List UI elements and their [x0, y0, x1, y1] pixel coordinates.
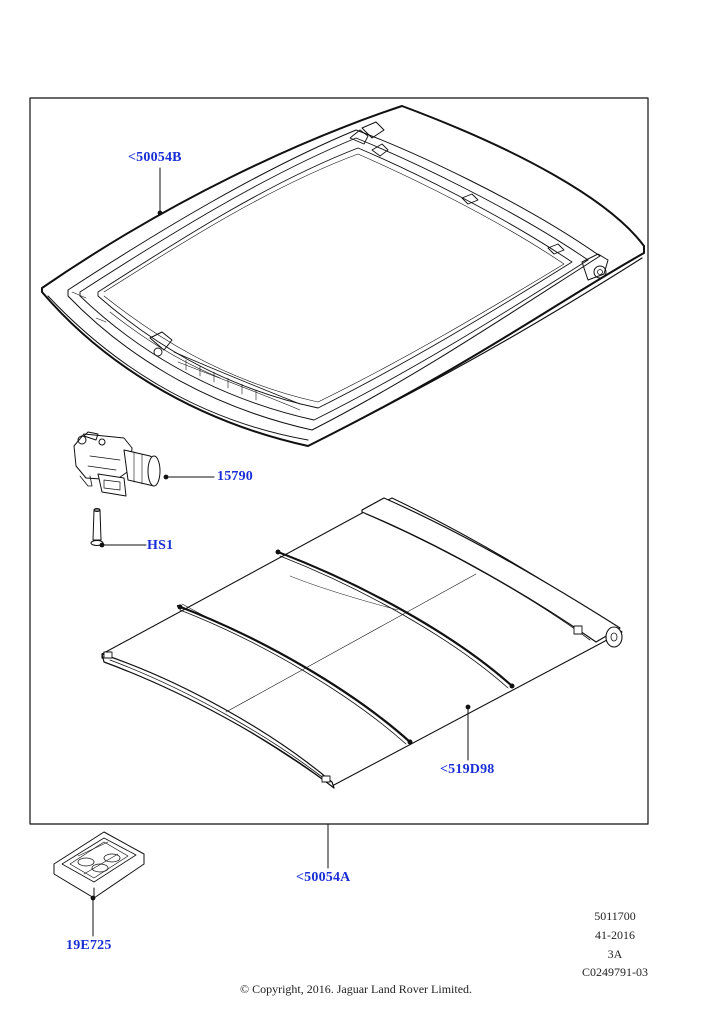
reference-revision: 3A	[607, 947, 623, 961]
callout-assembly[interactable]: <50054A	[296, 870, 351, 885]
sunroof-motor[interactable]	[73, 431, 161, 497]
glass-roof-panel[interactable]	[41, 105, 645, 447]
screw[interactable]	[90, 508, 104, 546]
callout-screw[interactable]: HS1	[147, 538, 174, 553]
leader-lines	[90, 167, 471, 937]
callout-sunblind[interactable]: <519D98	[440, 762, 495, 777]
copyright-notice: © Copyright, 2016. Jaguar Land Rover Lim…	[239, 982, 473, 996]
callout-kit[interactable]: 19E725	[66, 938, 112, 953]
callout-motor[interactable]: 15790	[217, 469, 253, 484]
reference-date: 41-2016	[595, 928, 635, 942]
sunblind[interactable]	[101, 497, 623, 789]
callout-roof-panel[interactable]: <50054B	[128, 150, 182, 165]
assembly-frame	[29, 97, 649, 825]
reference-illustration-id: C0249791-03	[582, 965, 648, 979]
repair-kit[interactable]	[53, 831, 145, 899]
reference-code: 5011700	[594, 909, 636, 923]
